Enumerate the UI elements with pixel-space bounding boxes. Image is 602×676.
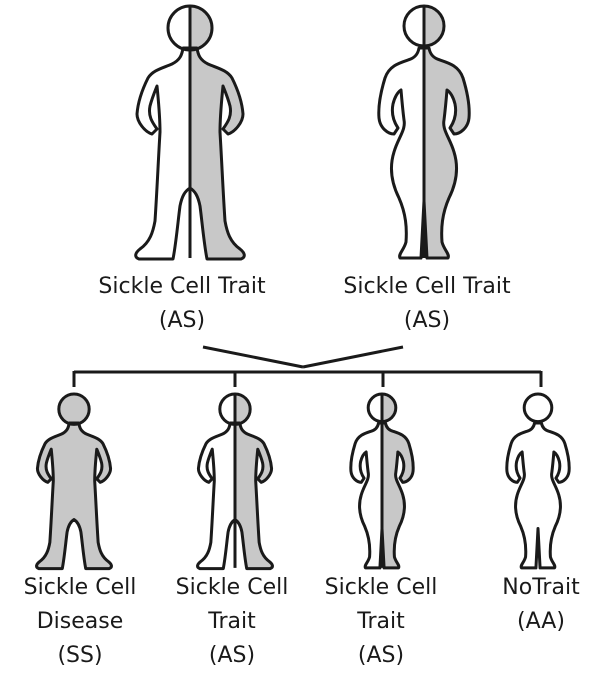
figure-parent-mother	[379, 6, 469, 258]
figure-child-3	[351, 394, 413, 568]
child-label-as-1: Sickle Cell Trait (AS)	[176, 571, 289, 673]
child-2-line2: Trait	[176, 605, 289, 639]
figure-child-2	[198, 394, 273, 569]
child-4-genotype: (AA)	[502, 605, 579, 639]
child-1-line1: Sickle Cell	[24, 571, 137, 605]
child-4-line1: NoTrait	[502, 571, 579, 605]
child-3-line1: Sickle Cell	[325, 571, 438, 605]
child-label-aa: NoTrait (AA)	[502, 571, 579, 639]
child-3-line2: Trait	[325, 605, 438, 639]
parent-right-connector	[303, 347, 403, 367]
parent-father-name: Sickle Cell Trait	[98, 270, 265, 304]
child-label-ss: Sickle Cell Disease (SS)	[24, 571, 137, 673]
figure-child-4	[507, 394, 569, 568]
child-2-line1: Sickle Cell	[176, 571, 289, 605]
child-3-genotype: (AS)	[325, 639, 438, 673]
pedigree-connectors	[74, 347, 541, 387]
child-1-genotype: (SS)	[24, 639, 137, 673]
parent-label-father: Sickle Cell Trait (AS)	[98, 270, 265, 338]
parent-father-genotype: (AS)	[98, 304, 265, 338]
parent-left-connector	[203, 347, 303, 367]
figure-child-1	[37, 394, 112, 569]
child-1-line2: Disease	[24, 605, 137, 639]
parent-label-mother: Sickle Cell Trait (AS)	[343, 270, 510, 338]
child-label-as-2: Sickle Cell Trait (AS)	[325, 571, 438, 673]
child-2-genotype: (AS)	[176, 639, 289, 673]
parent-mother-name: Sickle Cell Trait	[343, 270, 510, 304]
figure-parent-father	[136, 6, 245, 259]
parent-mother-genotype: (AS)	[343, 304, 510, 338]
